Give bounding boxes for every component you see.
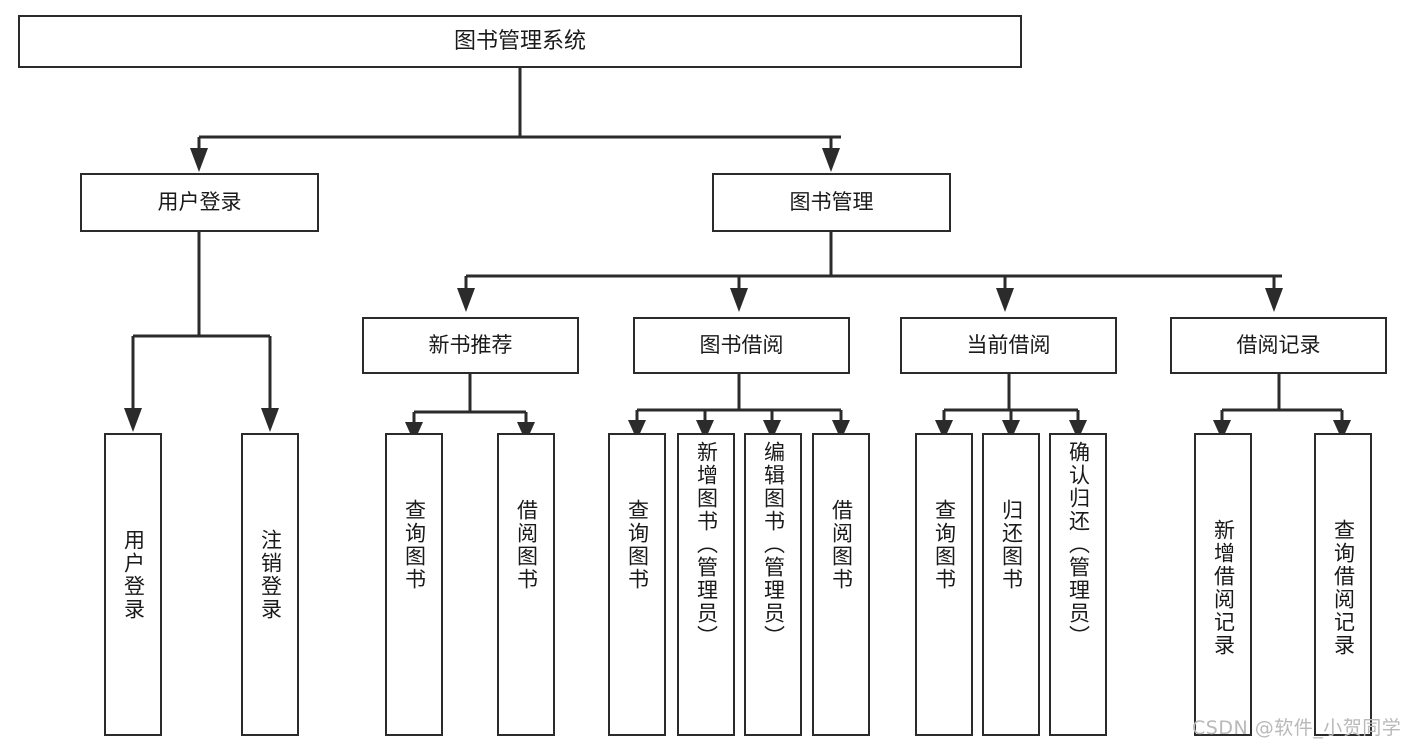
node-root-book-management-system[interactable]: 图书管理系统 <box>18 15 1022 68</box>
leaf-book-borrow-query-book[interactable]: 查询图书 <box>608 433 666 736</box>
arrowhead-borrowrecord <box>1265 288 1283 312</box>
leaf-new-book-borrow-book[interactable]: 借阅图书 <box>497 433 555 736</box>
leaf-current-borrow-confirm-return-admin[interactable]: 确认归还（管理员） <box>1049 433 1107 736</box>
node-label: 查询图书 <box>932 499 957 591</box>
node-label: 图书管理 <box>789 190 874 215</box>
leaf-book-borrow-add-book-admin[interactable]: 新增图书（管理员） <box>677 433 735 736</box>
arrowhead-user-login <box>190 148 208 172</box>
node-label: 确认归还（管理员） <box>1066 441 1091 648</box>
node-new-book-recommend[interactable]: 新书推荐 <box>362 317 579 374</box>
leaf-current-borrow-return-book[interactable]: 归还图书 <box>982 433 1040 736</box>
leaf-borrow-record-add-record[interactable]: 新增借阅记录 <box>1194 433 1252 736</box>
node-book-borrow[interactable]: 图书借阅 <box>633 317 850 374</box>
node-label: 图书管理系统 <box>453 28 586 54</box>
csdn-watermark: CSDN @软件_小贺同学 <box>1192 717 1402 739</box>
node-user-login[interactable]: 用户登录 <box>80 173 319 232</box>
arrowhead-bookborrow <box>730 288 748 312</box>
node-current-borrow[interactable]: 当前借阅 <box>900 317 1117 374</box>
node-label: 当前借阅 <box>966 333 1051 358</box>
arrowhead-book-manage <box>822 148 840 172</box>
node-label: 新书推荐 <box>428 333 513 358</box>
node-label: 查询图书 <box>402 499 427 591</box>
leaf-book-borrow-edit-book-admin[interactable]: 编辑图书（管理员） <box>744 433 802 736</box>
node-label: 查询图书 <box>625 499 650 591</box>
node-book-management[interactable]: 图书管理 <box>712 173 951 232</box>
node-label: 用户登录 <box>157 190 242 215</box>
leaf-current-borrow-query-book[interactable]: 查询图书 <box>915 433 973 736</box>
node-label: 归还图书 <box>999 499 1024 591</box>
node-label: 新增借阅记录 <box>1211 519 1236 657</box>
arrowhead-newbook <box>457 288 475 312</box>
node-label: 用户登录 <box>121 529 146 621</box>
node-label: 图书借阅 <box>699 333 784 358</box>
leaf-user-login-login[interactable]: 用户登录 <box>104 433 162 736</box>
arrowhead-userlogin-leaf2 <box>261 408 279 432</box>
leaf-new-book-query-book[interactable]: 查询图书 <box>385 433 443 736</box>
leaf-book-borrow-borrow-book[interactable]: 借阅图书 <box>812 433 870 736</box>
arrowhead-userlogin-leaf1 <box>124 408 142 432</box>
node-label: 新增图书（管理员） <box>694 441 719 648</box>
leaf-borrow-record-query-record[interactable]: 查询借阅记录 <box>1314 433 1372 736</box>
node-label: 借阅图书 <box>514 499 539 591</box>
node-label: 借阅记录 <box>1236 333 1321 358</box>
node-label: 借阅图书 <box>829 499 854 591</box>
node-label: 注销登录 <box>258 529 283 621</box>
leaf-user-login-logout[interactable]: 注销登录 <box>241 433 299 736</box>
arrowhead-currentborrow <box>996 288 1014 312</box>
node-borrow-record[interactable]: 借阅记录 <box>1170 317 1387 374</box>
node-label: 查询借阅记录 <box>1331 519 1356 657</box>
node-label: 编辑图书（管理员） <box>761 441 786 648</box>
